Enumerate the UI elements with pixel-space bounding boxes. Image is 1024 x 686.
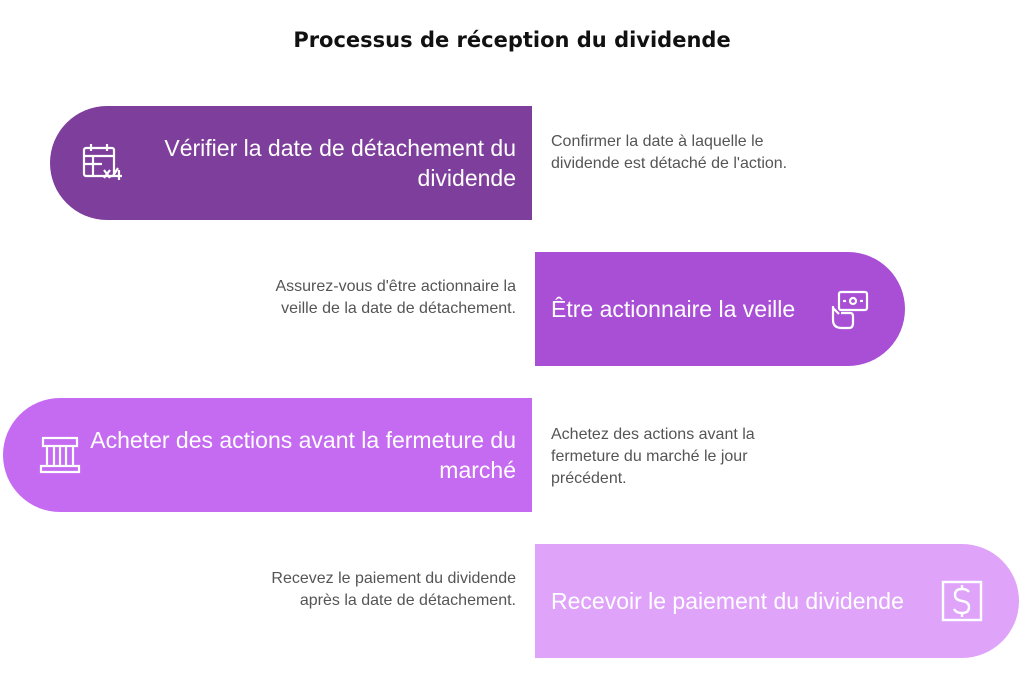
- hand-card-icon: [823, 284, 873, 334]
- step-1-description: Confirmer la date à laquelle le dividend…: [551, 133, 788, 172]
- step-4-description: Recevez le paiement du dividende après l…: [271, 570, 516, 609]
- dollar-sign-icon: [937, 576, 987, 626]
- step-3-label: Acheter des actions avant la fermeture d…: [90, 427, 516, 483]
- step-2-label: Être actionnaire la veille: [551, 296, 796, 322]
- step-3-pill: Acheter des actions avant la fermeture d…: [3, 398, 532, 512]
- step-2-pill: Être actionnaire la veille: [535, 252, 905, 366]
- step-3-description: Achetez des actions avant la fermeture d…: [551, 426, 755, 487]
- step-2-description: Assurez-vous d'être actionnaire la veill…: [275, 278, 516, 317]
- calendar-x4-icon: [78, 138, 128, 188]
- step-4-pill: Recevoir le paiement du dividende: [535, 544, 1019, 658]
- step-1-label: Vérifier la date de détachement du divid…: [164, 135, 516, 191]
- step-4-label: Recevoir le paiement du dividende: [551, 588, 904, 614]
- page-title: Processus de réception du dividende: [293, 28, 731, 52]
- bank-building-icon: [35, 430, 85, 480]
- step-1-pill: Vérifier la date de détachement du divid…: [50, 106, 532, 220]
